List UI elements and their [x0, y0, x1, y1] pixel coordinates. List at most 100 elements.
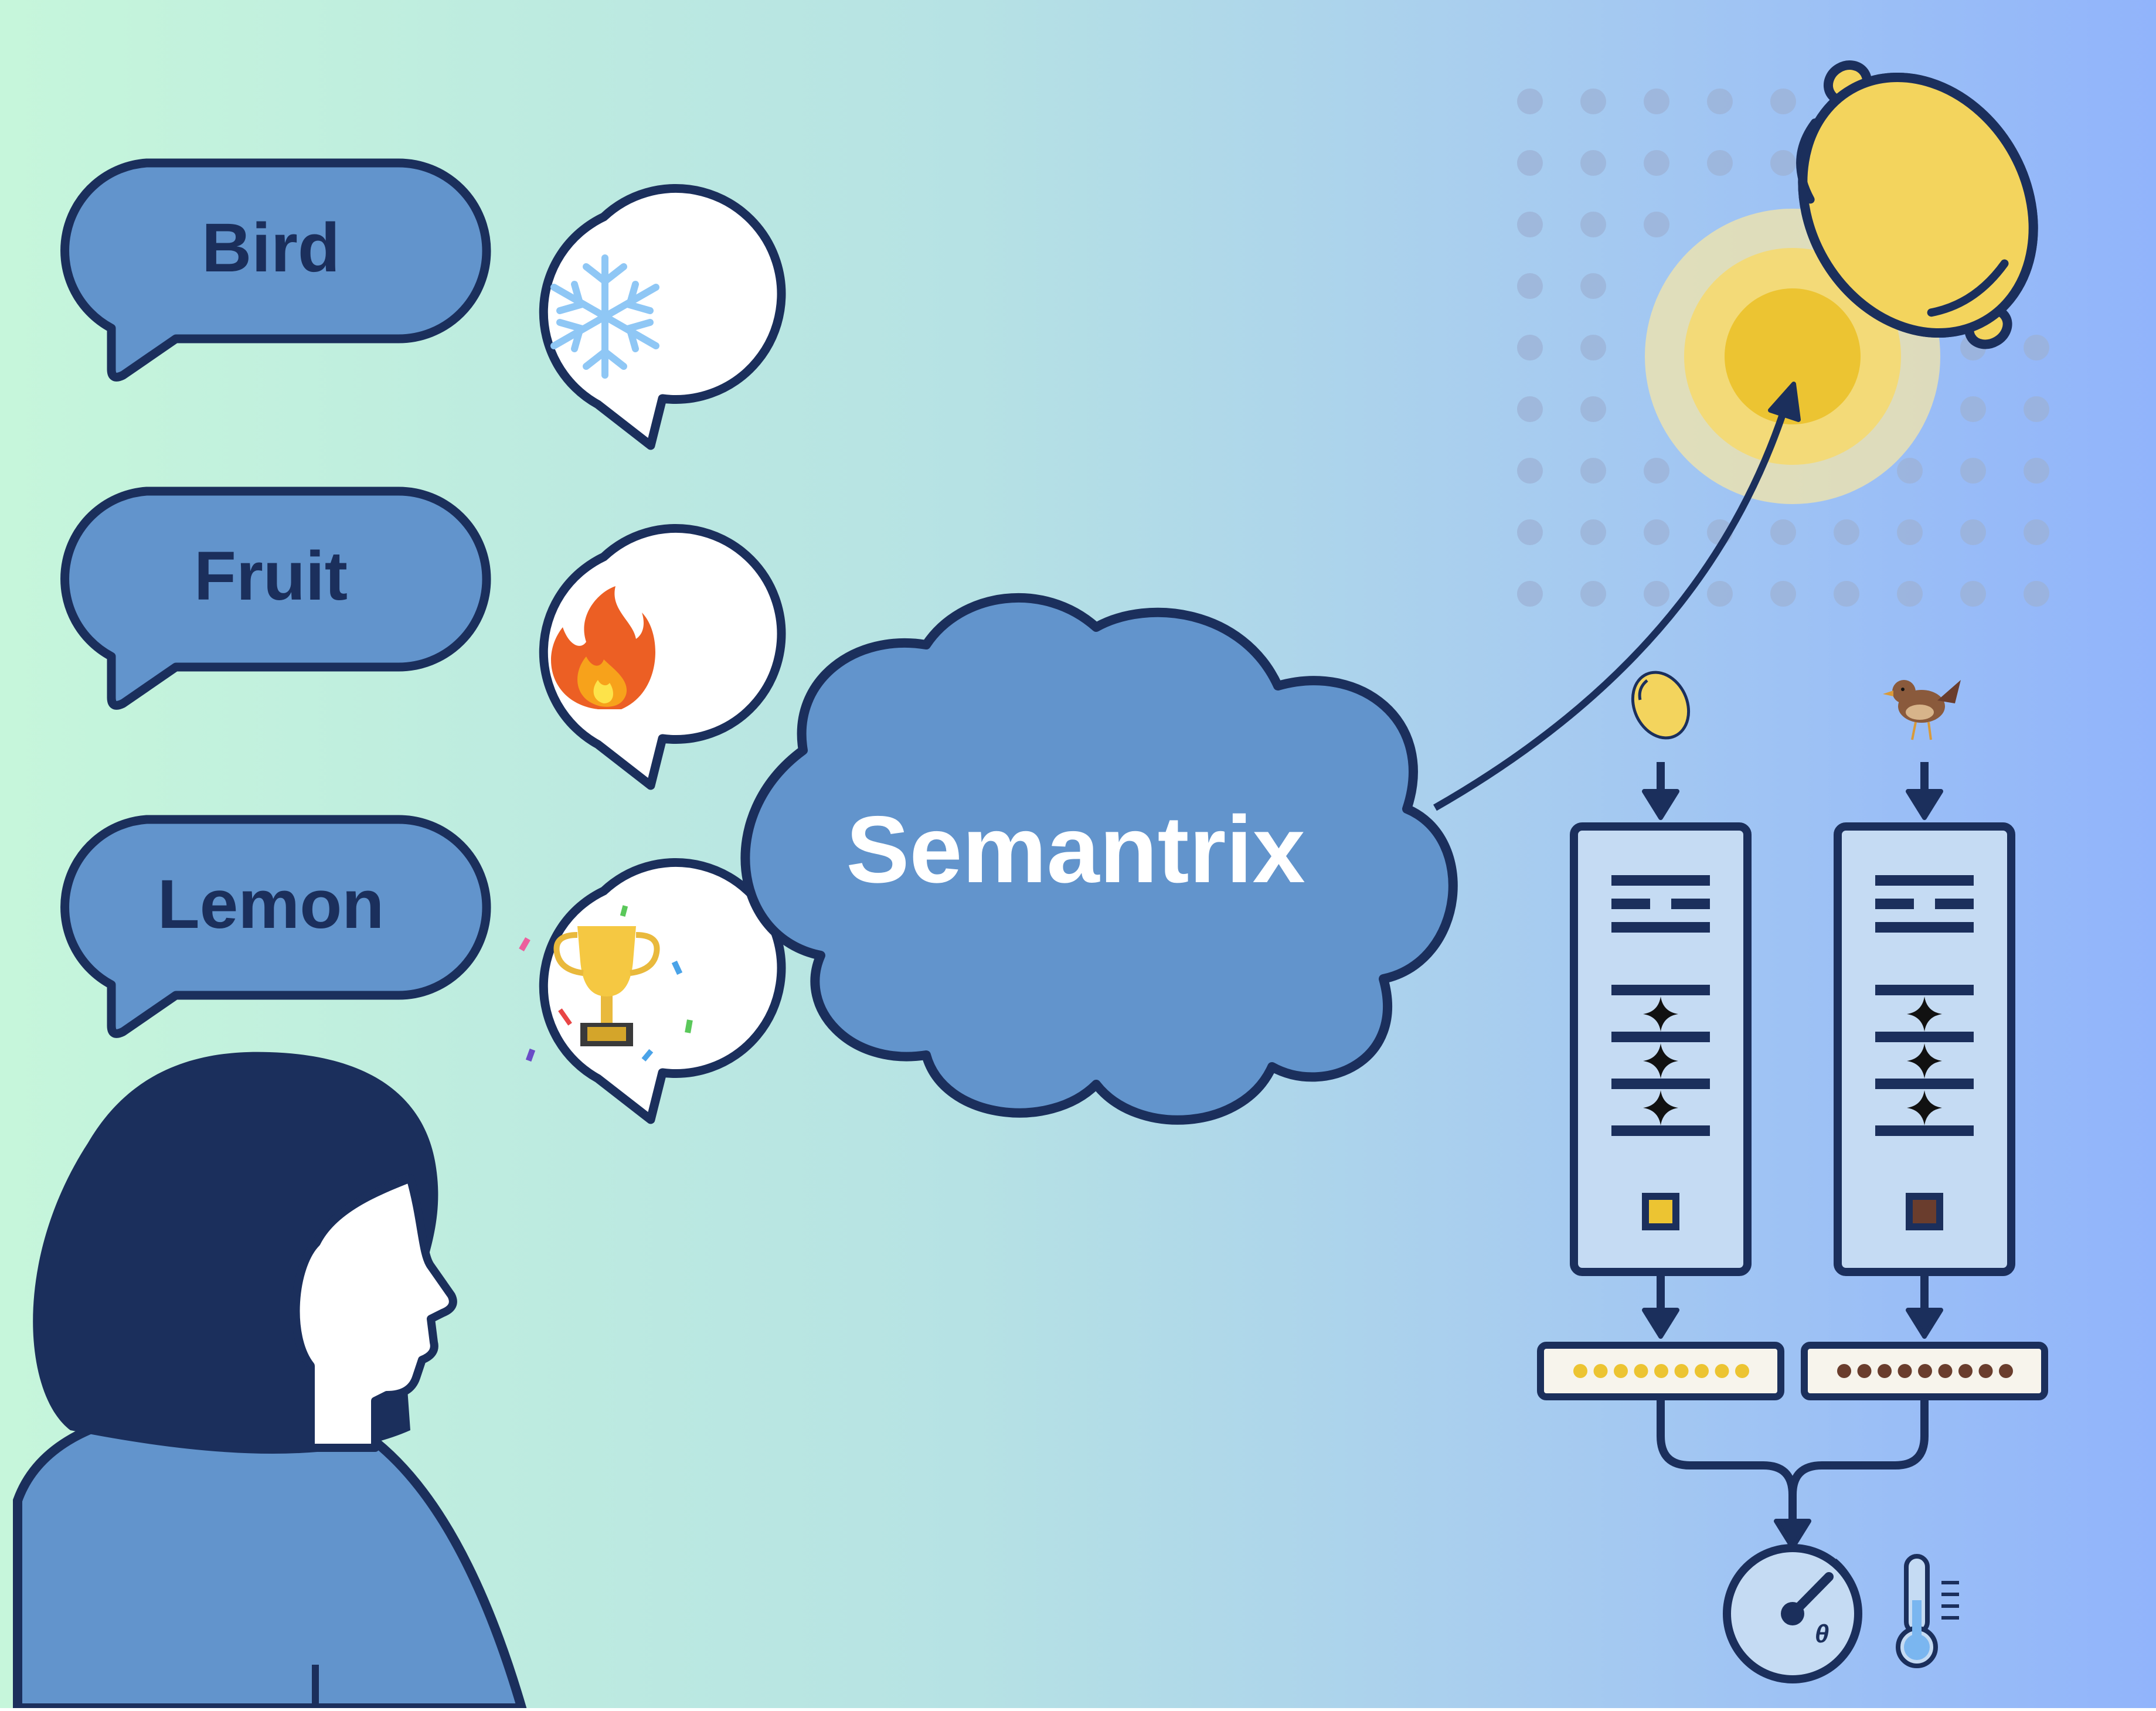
bubble-label-lemon: Lemon [158, 866, 385, 943]
grid-dot [1834, 581, 1859, 607]
vector-element [1857, 1364, 1872, 1378]
grid-dot [1580, 89, 1606, 114]
reaction-bubble-snowflake [539, 183, 786, 450]
layer-bar [1611, 985, 1710, 995]
model-columns [1537, 762, 2048, 1400]
model-column-2 [1801, 762, 2048, 1400]
layer-bar [1671, 899, 1710, 909]
vector-element [1918, 1364, 1932, 1378]
grid-dot [1770, 519, 1796, 545]
layer-bar [1611, 875, 1710, 886]
grid-dot [1517, 581, 1543, 607]
vector-element [1674, 1364, 1689, 1378]
word-bubble-fruit [60, 487, 491, 710]
confetti-icon [519, 905, 693, 1062]
grid-dot [2024, 396, 2049, 422]
sparkle-icon [1907, 1043, 1942, 1079]
vector-element [1593, 1364, 1608, 1378]
sparkle-icon [1907, 996, 1942, 1032]
grid-dot [1644, 519, 1669, 545]
vector-element [1897, 1364, 1912, 1378]
layer-bar [1875, 1125, 1974, 1136]
word-bubble-bird [60, 158, 491, 382]
grid-dot [1580, 458, 1606, 484]
grid-dot [1644, 150, 1669, 176]
layer-bar [1875, 922, 1974, 933]
vector-element [1735, 1364, 1749, 1378]
grid-dot [1517, 212, 1543, 237]
reaction-bubble-fire [539, 523, 786, 790]
grid-dot [1960, 519, 1986, 545]
grid-dot [1517, 89, 1543, 114]
grid-dot [1644, 89, 1669, 114]
layer-bar [1611, 1079, 1710, 1089]
grid-dot [1644, 581, 1669, 607]
layer-bar [1875, 1079, 1974, 1089]
grid-dot [2024, 519, 2049, 545]
vector-element [1614, 1364, 1628, 1378]
grid-dot [1707, 581, 1733, 607]
lemon-input-icon [1631, 671, 1691, 740]
grid-dot [1580, 150, 1606, 176]
snowflake-icon [550, 254, 659, 379]
grid-dot [1517, 150, 1543, 176]
sparkle-icon [1643, 996, 1678, 1032]
embedding-arrow [1433, 397, 1791, 811]
grid-dot [2024, 458, 2049, 484]
layer-bar [1611, 1125, 1710, 1136]
thermometer-icon [1896, 1554, 1959, 1668]
embedding-arrow-head [1768, 382, 1801, 422]
cloud-label: Semantrix [846, 797, 1305, 903]
vector-element [1999, 1364, 2013, 1378]
output-chip-fill [1913, 1200, 1936, 1223]
output-arrow-head [1642, 1308, 1679, 1339]
grid-dot [1644, 212, 1669, 237]
big-lemon-icon [1796, 60, 2038, 349]
trophy-icon [553, 926, 660, 1046]
layer-bar [1875, 1032, 1974, 1042]
word-bubble-lemon [60, 815, 491, 1038]
grid-dot [1517, 396, 1543, 422]
grid-dot [1580, 581, 1606, 607]
layer-bar [1611, 1032, 1710, 1042]
layer-bar [1875, 985, 1974, 995]
bird-input-icon [1883, 680, 1961, 740]
grid-dot [1960, 581, 1986, 607]
grid-dot [1580, 273, 1606, 299]
grid-dot [2024, 335, 2049, 360]
grid-dot [1580, 335, 1606, 360]
grid-dot [2024, 581, 2049, 607]
grid-dot [1960, 396, 1986, 422]
sparkle-icon [1907, 1090, 1942, 1125]
grid-dot [1517, 519, 1543, 545]
vector-element [1837, 1364, 1851, 1378]
cloud-icon: Semantrix [740, 593, 1458, 1125]
layer-bar [1935, 899, 1974, 909]
layer-bar [1875, 875, 1974, 886]
grid-dot [1580, 519, 1606, 545]
grid-dot [1707, 150, 1733, 176]
grid-dot [1517, 273, 1543, 299]
layer-bar [1611, 899, 1650, 909]
input-arrow-head [1642, 789, 1679, 820]
vector-element [1634, 1364, 1648, 1378]
model-column-1 [1537, 762, 1784, 1400]
bubble-label-fruit: Fruit [194, 538, 348, 615]
grid-dot [1517, 335, 1543, 360]
grid-dot [1897, 581, 1923, 607]
input-arrow-head [1906, 789, 1943, 820]
grid-dot [1580, 212, 1606, 237]
vector-element [1654, 1364, 1668, 1378]
vector-element [1695, 1364, 1709, 1378]
output-chip-fill [1649, 1200, 1672, 1223]
layer-bar [1875, 899, 1914, 909]
merge-line-right [1788, 1398, 1929, 1495]
vector-element [1715, 1364, 1729, 1378]
output-arrow-head [1906, 1308, 1943, 1339]
grid-dot [1770, 581, 1796, 607]
grid-dot [1707, 89, 1733, 114]
grid-dot [1517, 458, 1543, 484]
vector-element [1878, 1364, 1892, 1378]
